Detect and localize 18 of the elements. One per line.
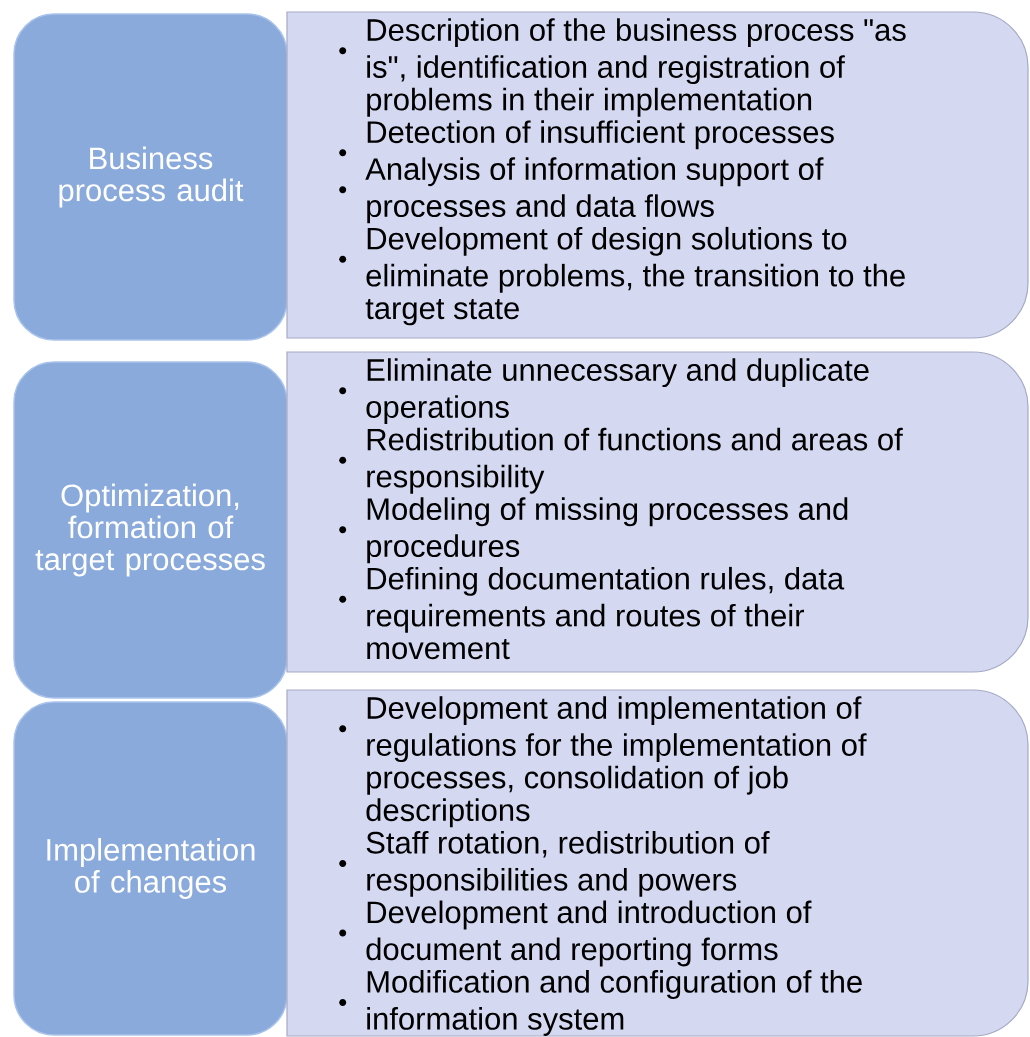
bullet-item: Development of design solutions to eliminate problems, the transition to the target state <box>339 226 905 326</box>
stage-box: Implementation of changes <box>13 701 288 1036</box>
description-panel <box>286 11 1029 339</box>
bullet-item: Modification and configuration of the information system <box>339 970 862 1036</box>
bullet-item: Redistribution of functions and areas of responsibility <box>339 427 903 494</box>
stage-box: Optimization, formation of target processes <box>13 361 288 699</box>
stage-box: Business process audit <box>13 13 288 341</box>
description-panel <box>286 689 1029 1037</box>
bullet-item: Eliminate unnecessary and duplicate operations <box>339 358 869 425</box>
bullet-item: Modeling of missing processes and procedures <box>339 497 848 564</box>
bullet-item: Development and introduction of document and reporting forms <box>339 900 812 967</box>
description-panel <box>286 351 1029 673</box>
bullet-item: Detection of insufficient processes <box>339 120 834 157</box>
bullet-item: Description of the business process "as is", identification and registration of problems in their implementation <box>339 18 906 117</box>
bullet-item: Staff rotation, redistribution of responsibilities and powers <box>339 830 770 897</box>
bullet-item: Defining documentation rules, data requirements and routes of their movement <box>339 566 845 660</box>
bullet-item: Development and implementation of regulations for the implementation of processes, consolidation of job descriptions <box>339 696 867 828</box>
bullet-item: Analysis of information support of processes and data flows <box>339 157 824 224</box>
